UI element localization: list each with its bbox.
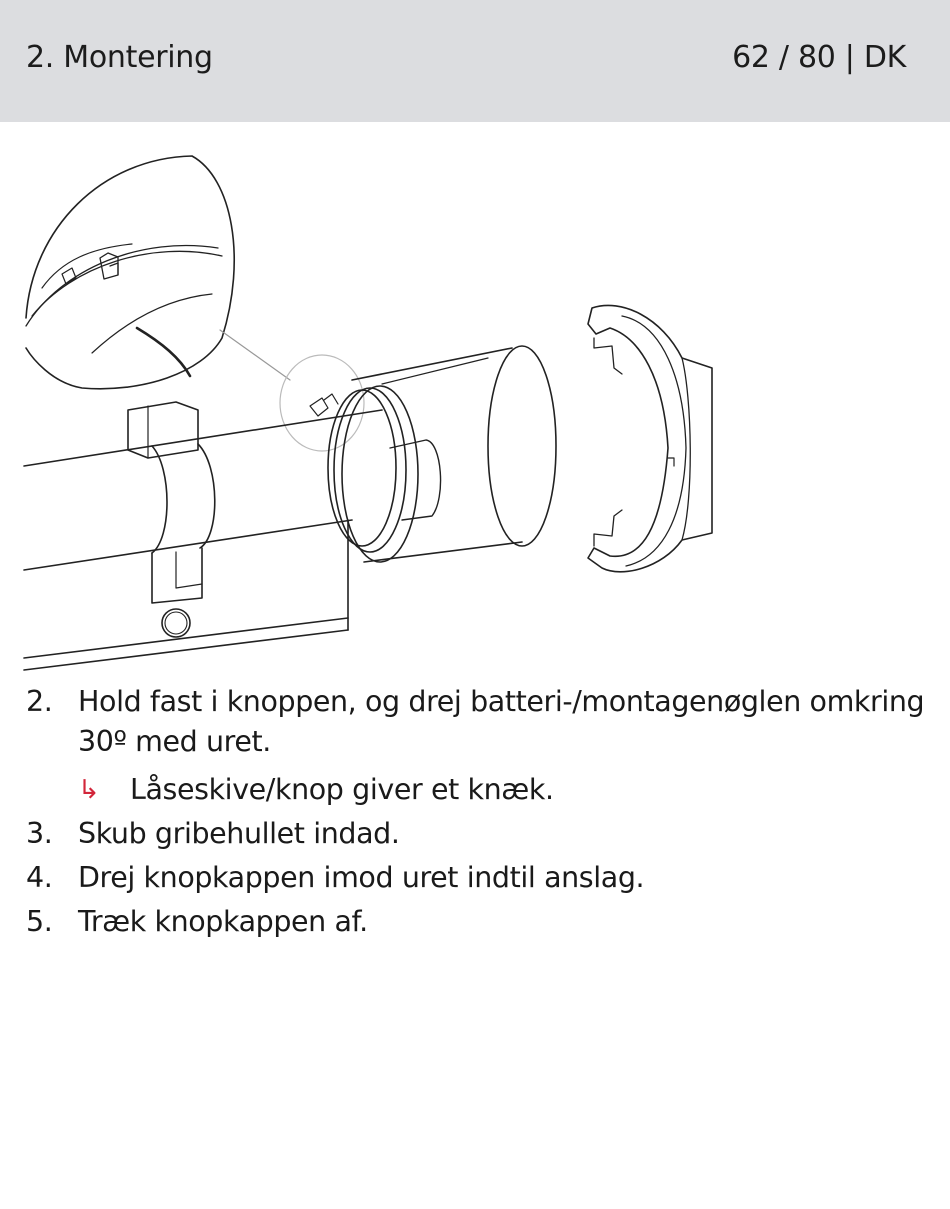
step-number: 2. [26,685,53,718]
step-number: 3. [26,817,53,850]
step-text: Skub gribehullet indad. [78,817,400,850]
page-header: 2. Montering 62 / 80 | DK [0,0,950,122]
return-arrow-icon: ↳ [78,775,100,805]
step-result: ↳ Låseskive/knop giver et knæk. [26,770,926,810]
page-number: 62 / 80 | DK [732,40,906,75]
cylinder-illustration [22,148,722,678]
step-number: 4. [26,861,53,894]
list-item: 3. Skub gribehullet indad. [26,814,926,854]
step-number: 5. [26,905,53,938]
list-item: 2. Hold fast i knoppen, og drej batteri-… [26,682,926,762]
step-text: Hold fast i knoppen, og drej batteri-/mo… [78,685,925,758]
list-item: 5. Træk knopkappen af. [26,902,926,942]
section-title: 2. Montering [26,40,213,75]
result-text: Låseskive/knop giver et knæk. [130,773,554,806]
step-text: Drej knopkappen imod uret indtil anslag. [78,861,645,894]
instruction-list: 2. Hold fast i knoppen, og drej batteri-… [26,682,926,942]
step-text: Træk knopkappen af. [78,905,368,938]
list-item: 4. Drej knopkappen imod uret indtil ansl… [26,858,926,898]
